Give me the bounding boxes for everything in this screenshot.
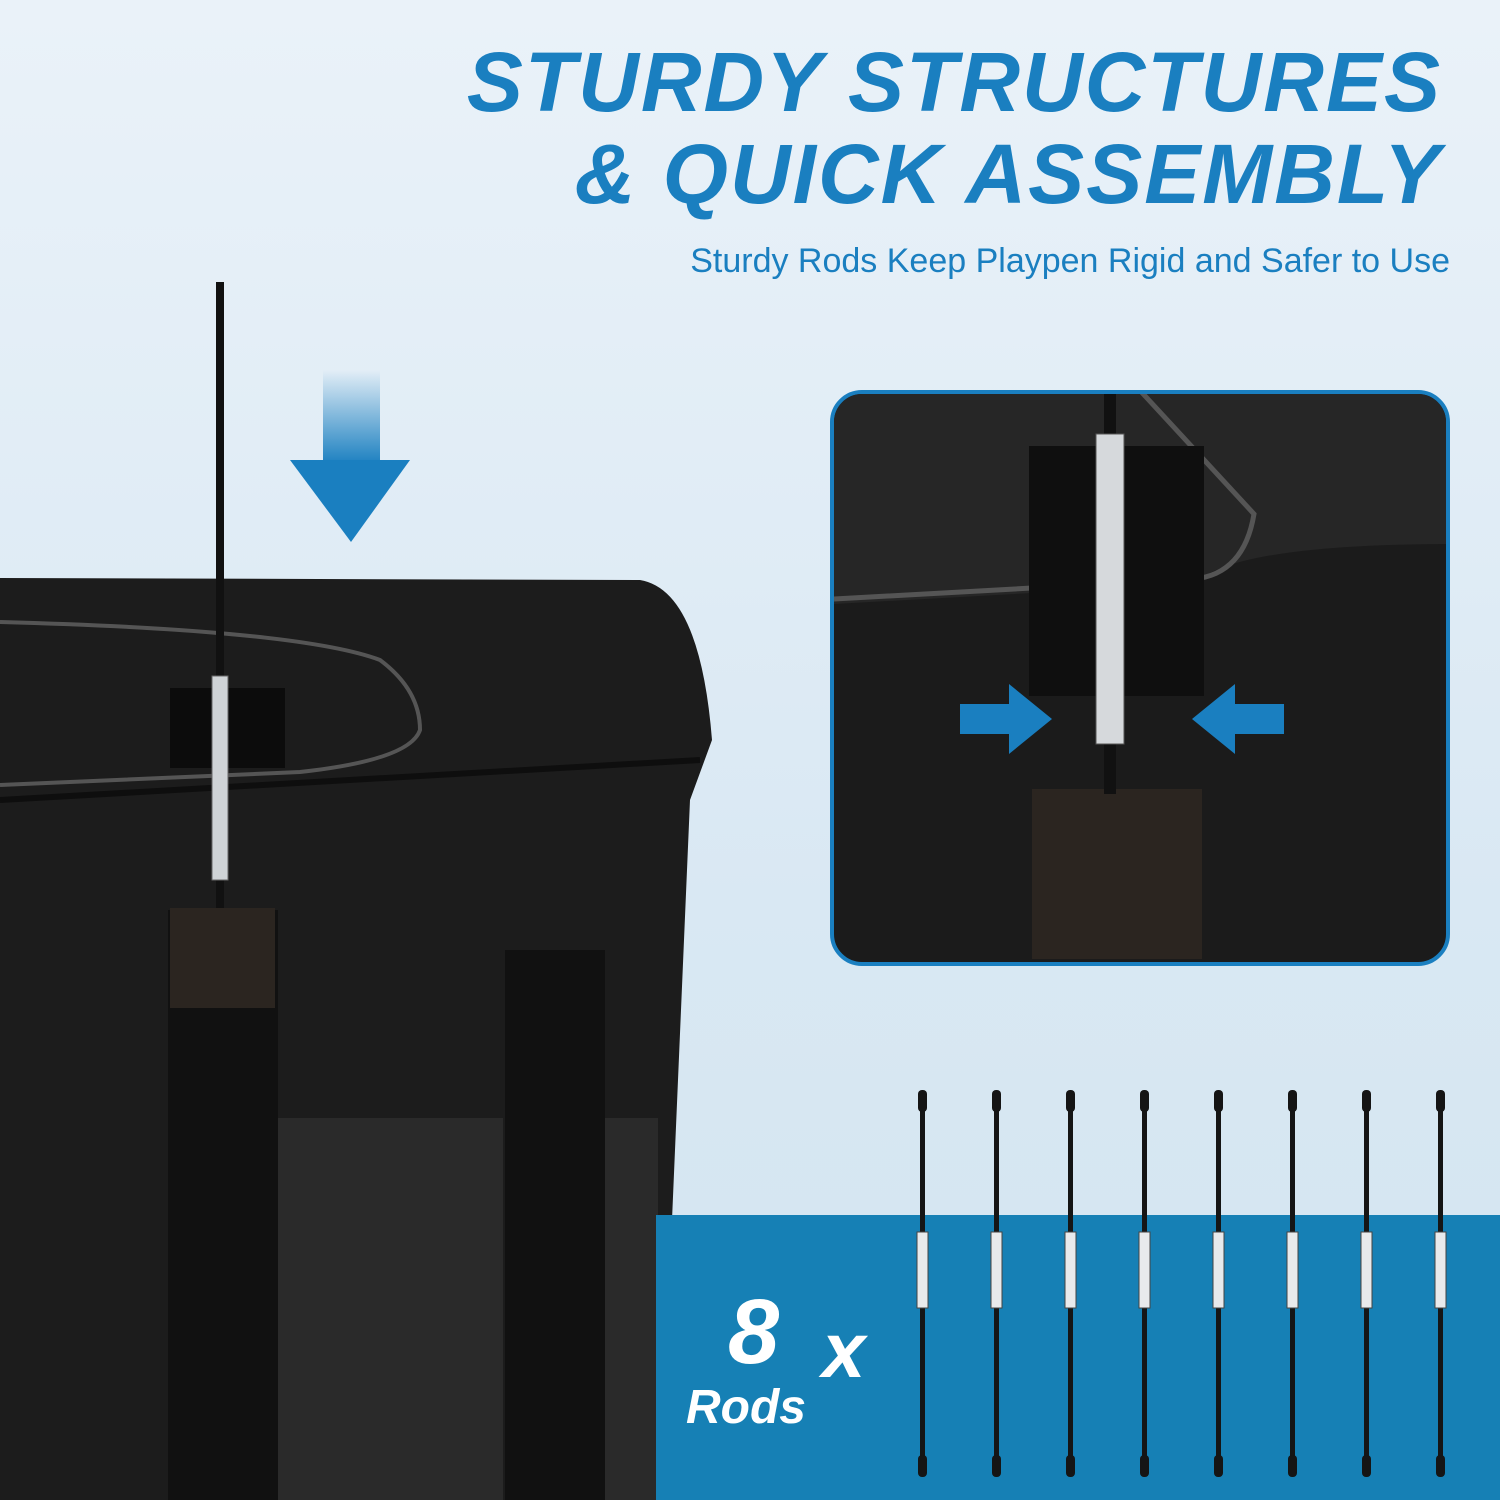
closeup-illustration [834, 394, 1446, 959]
right-arrow-icon [960, 684, 1052, 754]
rod-count: 8 [728, 1281, 780, 1383]
times-sign: x [822, 1306, 866, 1394]
headline-line-1: STURDY STRUCTURES [466, 35, 1442, 129]
rod [916, 1090, 929, 1477]
left-arrow-icon [1192, 684, 1284, 754]
rod [1138, 1090, 1151, 1477]
rod-shaft [216, 282, 224, 912]
playpen-illustration [0, 282, 712, 1500]
rod [1286, 1090, 1299, 1477]
rod [1434, 1090, 1447, 1477]
rod [990, 1090, 1003, 1477]
closeup-inset [830, 390, 1450, 966]
headline-line-2: & QUICK ASSEMBLY [574, 127, 1442, 221]
down-arrow-icon [290, 370, 410, 542]
rod [1212, 1090, 1225, 1477]
rod [1064, 1090, 1077, 1477]
rods-band [656, 1215, 1500, 1500]
subtitle: Sturdy Rods Keep Playpen Rigid and Safer… [690, 242, 1450, 280]
rod [1360, 1090, 1373, 1477]
rods-label: Rods [686, 1381, 806, 1434]
